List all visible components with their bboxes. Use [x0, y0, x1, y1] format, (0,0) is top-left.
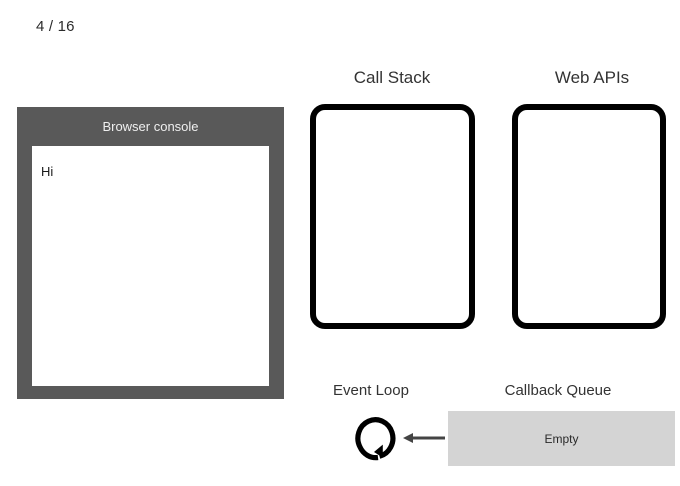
console-log-line: Hi: [41, 164, 54, 179]
call-stack-frames: [316, 110, 469, 323]
callback-queue-status: Empty: [544, 431, 579, 446]
call-stack-label: Call Stack: [353, 68, 431, 87]
browser-console-title: Browser console: [102, 119, 199, 134]
web-apis-items: [518, 110, 660, 323]
callback-queue-label: Callback Queue: [504, 382, 612, 399]
slide-counter: 4 / 16: [36, 18, 75, 35]
browser-console-panel: Browser console Hi: [17, 107, 284, 399]
callback-queue-box: Empty: [448, 411, 675, 466]
event-loop-label: Event Loop: [333, 382, 409, 399]
call-stack-box: [310, 104, 475, 329]
web-apis-label: Web APIs: [554, 68, 630, 87]
circular-arrow-icon: [350, 414, 396, 464]
browser-console-output: Hi: [32, 146, 269, 386]
queue-to-loop-arrow: [401, 427, 446, 449]
web-apis-box: [512, 104, 666, 329]
